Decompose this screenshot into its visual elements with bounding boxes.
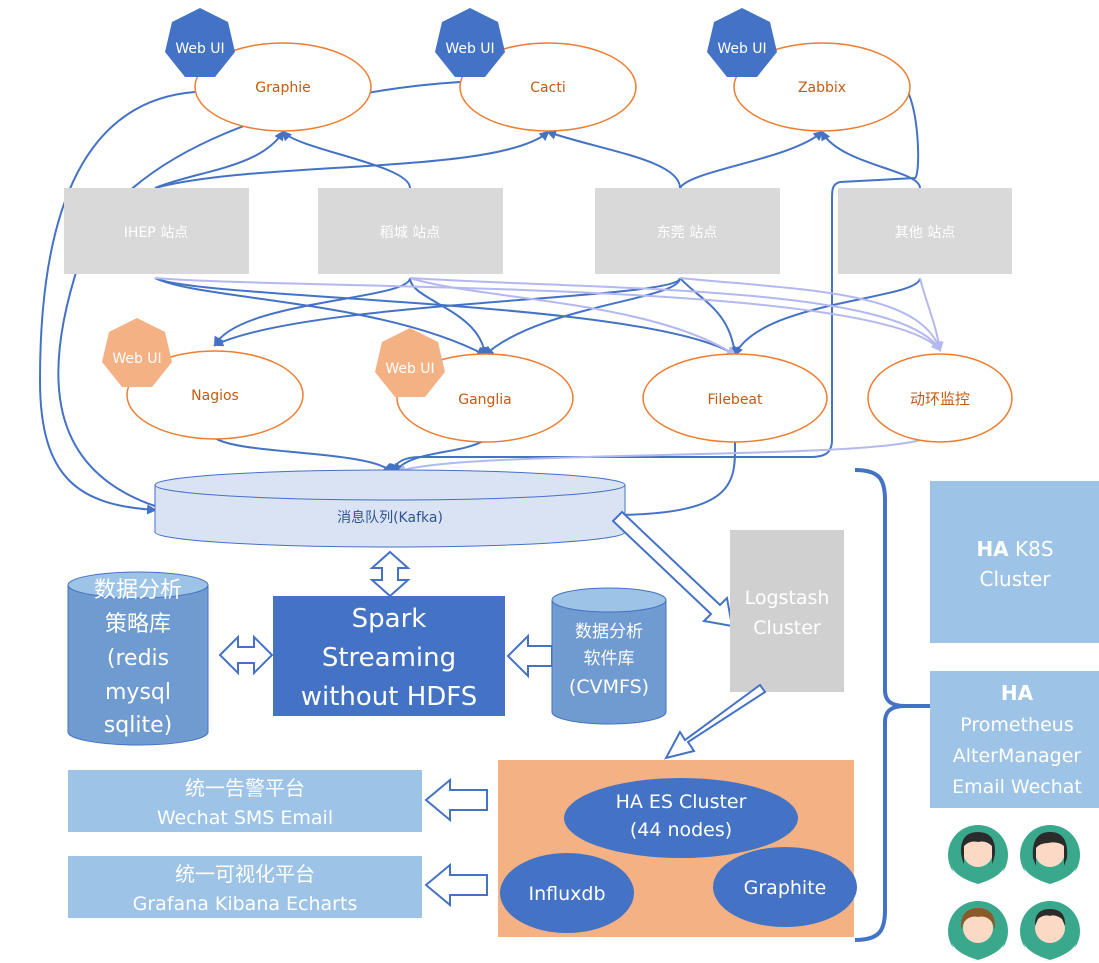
site-daocheng: 稻城 站点	[318, 188, 503, 274]
es-viz-arrow	[424, 862, 488, 908]
avatar-female-1	[948, 825, 1008, 885]
alert-platform-sub: Wechat SMS Email	[157, 807, 333, 829]
logstash-cluster: Logstash Cluster	[730, 530, 844, 692]
software-db: 数据分析 软件库 (CVMFS)	[551, 587, 667, 725]
svg-text:Web UI: Web UI	[175, 41, 224, 57]
top-tool-cacti: Cacti	[459, 42, 637, 132]
svg-text:稻城 站点: 稻城 站点	[380, 225, 440, 241]
viz-platform-sub: Grafana Kibana Echarts	[133, 893, 358, 915]
svg-text:mysql: mysql	[105, 680, 171, 705]
kafka-logstash-arrow	[611, 510, 734, 628]
mid-tool-env-monitor: 动环监控	[867, 353, 1013, 443]
webui-badge-cacti: Web UI	[435, 8, 505, 77]
svg-text:Web UI: Web UI	[112, 351, 161, 367]
webui-badge-nagios: Web UI	[102, 318, 172, 387]
alert-platform: 统一告警平台 Wechat SMS Email	[68, 770, 422, 832]
svg-text:sqlite): sqlite)	[104, 713, 172, 738]
kafka-queue: 消息队列(Kafka)	[154, 469, 626, 548]
logstash-es-arrow	[664, 683, 767, 760]
svg-text:HA: HA	[1001, 681, 1034, 705]
software-spark-arrow	[506, 633, 553, 679]
es-cluster-nodes: (44 nodes)	[630, 819, 732, 841]
svg-text:Web UI: Web UI	[717, 41, 766, 57]
top-tool-zabbix: Zabbix	[733, 42, 911, 132]
webui-badge-zabbix: Web UI	[707, 8, 777, 77]
spark-streaming: Spark Streaming without HDFS	[273, 596, 505, 716]
viz-platform-title: 统一可视化平台	[175, 862, 315, 886]
svg-text:Web UI: Web UI	[385, 361, 434, 377]
avatar-male-1	[1020, 901, 1080, 961]
svg-text:AlterManager: AlterManager	[953, 745, 1082, 767]
webui-badge-graphie: Web UI	[165, 8, 235, 77]
svg-text:策略库: 策略库	[105, 612, 171, 637]
tool-name: Ganglia	[458, 392, 512, 408]
tool-name: Zabbix	[798, 80, 846, 96]
svg-text:Streaming: Streaming	[322, 643, 456, 673]
svg-text:软件库: 软件库	[584, 649, 635, 669]
tool-name: Graphie	[255, 80, 310, 96]
viz-platform: 统一可视化平台 Grafana Kibana Echarts	[68, 856, 422, 918]
site-other: 其他 站点	[838, 188, 1012, 274]
kafka-spark-double-arrow	[369, 550, 411, 598]
tool-name: Nagios	[191, 388, 239, 404]
mid-tool-filebeat: Filebeat	[642, 353, 828, 443]
site-ihep: IHEP 站点	[64, 188, 249, 274]
svg-text:without HDFS: without HDFS	[301, 682, 478, 712]
ha-prometheus-box: HA Prometheus AlterManager Email Wechat	[930, 671, 1099, 808]
ha-k8s-line2: Cluster	[980, 567, 1052, 591]
webui-badge-ganglia: Web UI	[375, 328, 445, 397]
influxdb-label: Influxdb	[528, 883, 605, 905]
svg-text:HA K8S: HA K8S	[976, 537, 1053, 561]
storage-cluster: HA ES Cluster (44 nodes) Influxdb Graphi…	[498, 760, 857, 937]
svg-text:Logstash: Logstash	[745, 587, 830, 609]
tool-name: 动环监控	[910, 390, 970, 408]
mid-tool-nagios: Nagios	[126, 350, 304, 440]
svg-text:数据分析: 数据分析	[575, 622, 643, 642]
tool-name: Filebeat	[708, 392, 764, 408]
svg-text:Spark: Spark	[352, 604, 427, 634]
tool-name: Cacti	[530, 80, 565, 96]
connectors	[38, 81, 921, 520]
es-alert-arrow	[424, 777, 488, 823]
svg-text:其他 站点: 其他 站点	[895, 225, 955, 241]
alert-platform-title: 统一告警平台	[185, 776, 305, 800]
es-cluster-label: HA ES Cluster	[616, 791, 747, 813]
right-brace	[854, 468, 932, 942]
strategy-db: 数据分析 策略库 (redis mysql sqlite)	[67, 571, 209, 746]
top-tool-graphie: Graphie	[194, 42, 372, 132]
svg-text:东莞 站点: 东莞 站点	[657, 225, 717, 241]
svg-text:Web UI: Web UI	[445, 41, 494, 57]
avatar-female-2	[1020, 825, 1080, 885]
graphite-label: Graphite	[744, 877, 827, 899]
svg-text:(redis: (redis	[107, 646, 169, 671]
svg-text:Prometheus: Prometheus	[960, 714, 1073, 736]
ha-k8s-box: HA K8S Cluster	[930, 481, 1099, 643]
svg-text:(CVMFS): (CVMFS)	[569, 676, 649, 698]
ha-k8s-rest: K8S	[1009, 537, 1054, 561]
svg-text:Cluster: Cluster	[753, 617, 821, 639]
ha-k8s-bold: HA	[976, 537, 1009, 561]
lavender-connectors	[154, 277, 944, 474]
svg-text:数据分析: 数据分析	[94, 578, 182, 603]
kafka-label: 消息队列(Kafka)	[337, 509, 443, 526]
svg-text:IHEP 站点: IHEP 站点	[124, 225, 188, 241]
avatar-female-3	[948, 901, 1008, 961]
strategy-spark-double-arrow	[218, 634, 274, 676]
site-dongguan: 东莞 站点	[595, 188, 780, 274]
svg-text:Email Wechat: Email Wechat	[952, 776, 1082, 798]
